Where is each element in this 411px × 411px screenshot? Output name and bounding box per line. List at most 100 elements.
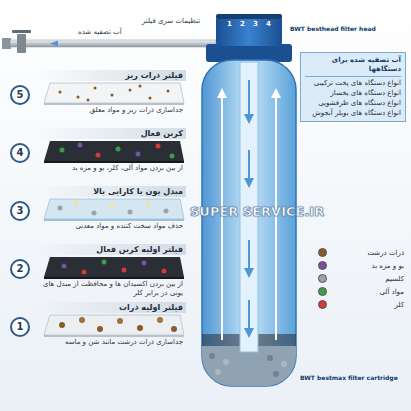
node-heading: آب تصفیه شده برای دستگاهها bbox=[305, 56, 401, 77]
filter-cartridge bbox=[248, 80, 250, 116]
carbon-plate bbox=[96, 153, 101, 158]
callout-number: 2 bbox=[10, 259, 30, 279]
port-number: 4 bbox=[266, 20, 271, 28]
fine-filter-plate bbox=[44, 103, 184, 105]
node-text: انواع دستگاه های پخت ترکیبی bbox=[305, 79, 401, 88]
fine-filter-plate bbox=[77, 96, 80, 99]
carbon-plate bbox=[60, 148, 65, 153]
outlet-label: آب تصفیه شده bbox=[78, 28, 122, 36]
filter-layer: کربن فعال از بین بردن مواد آلی، کلر، بو و… bbox=[36, 128, 186, 173]
pre-particle-plate bbox=[44, 335, 184, 337]
pre-particle-plate bbox=[59, 322, 65, 328]
pre-carbon-plate bbox=[44, 257, 184, 277]
legend-row: بو و مزه بد bbox=[318, 259, 404, 272]
pre-particle-plate bbox=[137, 325, 143, 331]
callout-number: 3 bbox=[10, 201, 30, 221]
pre-carbon-plate bbox=[102, 260, 107, 265]
carbon-plate bbox=[78, 143, 83, 148]
legend-swatch bbox=[318, 287, 327, 296]
filter-cartridge bbox=[248, 300, 250, 330]
watermark: SUPER SERVICE.IR bbox=[190, 204, 324, 220]
filter-cartridge bbox=[244, 268, 254, 278]
legend-swatch bbox=[318, 248, 327, 257]
filter-head bbox=[216, 16, 282, 46]
outlet-pipe bbox=[17, 34, 26, 53]
fine-filter-plate bbox=[44, 83, 184, 103]
ion-exchange-plate bbox=[74, 201, 79, 206]
filter-layer: مبدل یون با کارایی بالا حذف مواد سخت کنند… bbox=[36, 186, 186, 231]
pre-particle-plate bbox=[79, 317, 85, 323]
pre-carbon-plate bbox=[62, 264, 67, 269]
filter-cartridge bbox=[271, 88, 281, 98]
node-heading: فیلتر اولیه کربن فعال bbox=[36, 244, 186, 255]
legend-row: ذرات درشت bbox=[318, 246, 404, 259]
node-text: حذف مواد سخت کننده و مواد معدنی bbox=[36, 222, 186, 231]
carbon-plate bbox=[170, 154, 175, 159]
pre-particle-plate bbox=[44, 315, 184, 337]
node-heading: 2 bbox=[17, 264, 24, 274]
pre-particle-plate bbox=[44, 315, 184, 335]
pre-particle-plate bbox=[157, 317, 163, 323]
carbon-plate bbox=[156, 144, 161, 149]
fine-filter-plate bbox=[87, 99, 90, 102]
ion-exchange-plate bbox=[58, 206, 63, 211]
outlet-pipe bbox=[12, 30, 31, 33]
filter-head bbox=[206, 14, 292, 62]
filter-cartridge bbox=[273, 371, 279, 377]
legend-text: کلر bbox=[394, 301, 404, 309]
port-number: 3 bbox=[253, 20, 258, 28]
settings-label: تنظیمات سری فیلتر bbox=[142, 17, 200, 25]
filter-layer: فیلتر اولیه کربن فعالاز بین بردن اکسیدان… bbox=[36, 244, 186, 298]
legend-swatch bbox=[318, 261, 327, 270]
carbon-plate bbox=[44, 141, 184, 161]
node-heading: 1 bbox=[17, 322, 24, 332]
carbon-plate bbox=[44, 141, 184, 163]
node-heading: فیلتر اولیه ذرات bbox=[36, 302, 186, 313]
node-heading: 5 bbox=[17, 90, 24, 100]
part-name: BWT besthead filter head bbox=[290, 25, 376, 32]
fine-filter-plate bbox=[44, 83, 184, 105]
node-heading: مبدل یون با کارایی بالا bbox=[36, 186, 186, 197]
filter-cartridge bbox=[248, 240, 250, 270]
ion-exchange-plate bbox=[44, 219, 184, 221]
filter-cartridge bbox=[281, 361, 287, 367]
fine-filter-plate bbox=[59, 91, 62, 94]
fine-filter-plate bbox=[94, 87, 97, 90]
pre-carbon-plate bbox=[44, 277, 184, 279]
filter-cartridge bbox=[202, 60, 296, 386]
ion-exchange-plate bbox=[128, 210, 133, 215]
node-text: جداسازی ذرات ریز و مواد معلق bbox=[36, 106, 186, 115]
ion-exchange-plate bbox=[110, 203, 115, 208]
outlet-pipe bbox=[50, 41, 58, 47]
node-text: انواع دستگاه های ظرفشویی bbox=[305, 99, 401, 108]
filter-layer: فیلتر اولیه ذراتجداسازی ذرات درشت مانند … bbox=[36, 302, 186, 347]
filter-cartridge bbox=[223, 359, 229, 365]
fine-filter-plate bbox=[167, 90, 170, 93]
node-text: از بین بردن مواد آلی، کلر، بو و مزه بد bbox=[36, 164, 186, 173]
pre-carbon-plate bbox=[82, 270, 87, 275]
filter-cartridge bbox=[267, 355, 273, 361]
part-name: BWT bestmax filter cartridge bbox=[300, 374, 398, 381]
node-text: انواع دستگاه های بویلر آبجوش bbox=[305, 109, 401, 118]
fine-filter-plate bbox=[129, 89, 132, 92]
info-box: آب تصفیه شده برای دستگاهها انواع دستگاه ه… bbox=[300, 52, 406, 122]
carbon-plate bbox=[44, 161, 184, 163]
pre-carbon-plate bbox=[44, 257, 184, 279]
filter-cartridge bbox=[244, 328, 254, 338]
legend-text: مواد آلی bbox=[379, 288, 404, 296]
fine-filter-plate bbox=[111, 94, 114, 97]
port-number: 1 bbox=[227, 20, 232, 28]
node-heading: 4 bbox=[17, 148, 24, 158]
carbon-plate bbox=[116, 147, 121, 152]
legend-text: ذرات درشت bbox=[368, 249, 405, 257]
node-heading: کربن فعال bbox=[36, 128, 186, 139]
filter-layer: فیلتر ذرات ریزجداسازی ذرات ریز و مواد مع… bbox=[36, 70, 186, 115]
pre-carbon-plate bbox=[142, 261, 147, 266]
legend-swatch bbox=[318, 300, 327, 309]
ion-exchange-plate bbox=[164, 209, 169, 214]
pre-particle-plate bbox=[171, 326, 177, 332]
fine-filter-plate bbox=[139, 85, 142, 88]
port-number: 2 bbox=[240, 20, 245, 28]
